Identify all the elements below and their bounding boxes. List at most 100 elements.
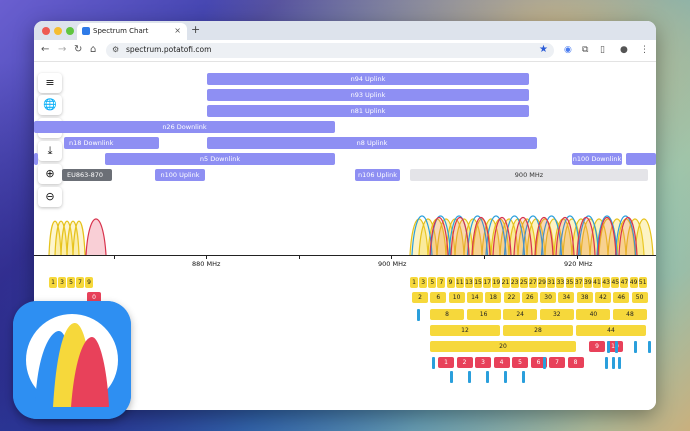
channel-marker-blue[interactable] <box>468 371 471 383</box>
channel-9[interactable]: 9 <box>85 277 93 288</box>
band-n100-uplink[interactable]: n100 Uplink <box>155 169 205 181</box>
channel-19[interactable]: 19 <box>492 277 501 288</box>
channel-14[interactable]: 14 <box>466 292 483 303</box>
channel-31[interactable]: 31 <box>547 277 556 288</box>
download-icon[interactable]: ⤓ <box>38 141 62 161</box>
channel-red-0[interactable]: 0 <box>87 292 101 303</box>
channel-marker-blue[interactable] <box>615 341 618 353</box>
band-partial[interactable] <box>34 153 38 165</box>
channel-37[interactable]: 37 <box>574 277 583 288</box>
tab-spectrum-chart[interactable]: Spectrum Chart × <box>77 23 187 40</box>
menu-kebab-icon[interactable]: ⋮ <box>640 45 649 55</box>
band-n18-downlink[interactable]: n18 Downlink <box>64 137 159 149</box>
channel-23[interactable]: 23 <box>510 277 519 288</box>
site-info-icon[interactable]: ⚙ <box>112 45 120 54</box>
band-n8-uplink[interactable]: n8 Uplink <box>207 137 537 149</box>
band-n100-downlink[interactable]: n100 Downlink <box>572 153 622 165</box>
band-n93-uplink[interactable]: n93 Uplink <box>207 89 529 101</box>
channel-red-3[interactable]: 3 <box>475 357 491 368</box>
channel-marker-blue[interactable] <box>605 357 608 369</box>
channel-20[interactable]: 20 <box>430 341 576 352</box>
channel-marker-blue[interactable] <box>417 309 420 321</box>
channel-41[interactable]: 41 <box>593 277 601 288</box>
close-window-button[interactable] <box>42 27 50 35</box>
channel-7[interactable]: 7 <box>76 277 84 288</box>
menu-button[interactable]: ≡ <box>38 73 62 93</box>
channel-22[interactable]: 22 <box>503 292 520 303</box>
channel-marker-blue[interactable] <box>486 371 489 383</box>
channel-25[interactable]: 25 <box>519 277 528 288</box>
channel-35[interactable]: 35 <box>565 277 574 288</box>
channel-34[interactable]: 34 <box>558 292 575 303</box>
channel-9[interactable]: 9 <box>446 277 455 288</box>
channel-38[interactable]: 38 <box>576 292 593 303</box>
channel-42[interactable]: 42 <box>595 292 611 303</box>
back-icon[interactable]: ← <box>41 44 50 55</box>
channel-marker-blue[interactable] <box>504 371 507 383</box>
channel-48[interactable]: 48 <box>613 309 647 320</box>
channel-33[interactable]: 33 <box>556 277 565 288</box>
channel-28[interactable]: 28 <box>503 325 573 336</box>
extension-icon[interactable]: ◉ <box>564 45 572 55</box>
channel-16[interactable]: 16 <box>466 309 501 320</box>
maximize-window-button[interactable] <box>66 27 74 35</box>
channel-7[interactable]: 7 <box>437 277 446 288</box>
zoom-in-icon[interactable]: ⊕ <box>38 164 62 184</box>
channel-49[interactable]: 49 <box>629 277 638 288</box>
channel-45[interactable]: 45 <box>611 277 620 288</box>
tab-close-icon[interactable]: × <box>174 26 181 35</box>
channel-1[interactable]: 1 <box>410 277 418 288</box>
band-n94-uplink[interactable]: n94 Uplink <box>207 73 529 85</box>
channel-red-4[interactable]: 4 <box>493 357 510 368</box>
channel-24[interactable]: 24 <box>503 309 538 320</box>
channel-47[interactable]: 47 <box>620 277 629 288</box>
channel-30[interactable]: 30 <box>540 292 557 303</box>
channel-50[interactable]: 50 <box>631 292 648 303</box>
band-n5-downlink[interactable]: n5 Downlink <box>105 153 335 165</box>
channel-8[interactable]: 8 <box>430 309 464 320</box>
channel-21[interactable]: 21 <box>501 277 510 288</box>
address-bar[interactable]: ⚙ spectrum.potatofi.com ★ <box>106 43 554 58</box>
channel-12[interactable]: 12 <box>430 325 500 336</box>
minimize-window-button[interactable] <box>54 27 62 35</box>
channel-11[interactable]: 11 <box>455 277 464 288</box>
band-n100-downlink-cont[interactable] <box>626 153 656 165</box>
channel-5[interactable]: 5 <box>428 277 437 288</box>
channel-13[interactable]: 13 <box>464 277 473 288</box>
channel-32[interactable]: 32 <box>539 309 574 320</box>
channel-red-2[interactable]: 2 <box>456 357 473 368</box>
channel-marker-blue[interactable] <box>648 341 651 353</box>
channel-2[interactable]: 2 <box>412 292 428 303</box>
channel-marker-blue[interactable] <box>607 341 610 353</box>
reload-icon[interactable]: ↻ <box>74 44 83 55</box>
channel-marker-blue[interactable] <box>450 371 453 383</box>
channel-46[interactable]: 46 <box>613 292 630 303</box>
channel-3[interactable]: 3 <box>58 277 66 288</box>
channel-red-7[interactable]: 7 <box>549 357 565 368</box>
channel-39[interactable]: 39 <box>583 277 592 288</box>
channel-27[interactable]: 27 <box>528 277 537 288</box>
channel-51[interactable]: 51 <box>638 277 647 288</box>
channel-17[interactable]: 17 <box>483 277 492 288</box>
band-900mhz[interactable]: 900 MHz <box>410 169 648 181</box>
zoom-out-icon[interactable]: ⊖ <box>38 187 62 207</box>
sidebar-toggle-icon[interactable]: ▯ <box>600 45 605 55</box>
channel-red-9[interactable]: 9 <box>589 341 605 352</box>
profile-avatar-icon[interactable]: ● <box>620 45 628 55</box>
channel-44[interactable]: 44 <box>576 325 646 336</box>
channel-18[interactable]: 18 <box>485 292 502 303</box>
forward-icon[interactable]: → <box>58 44 67 55</box>
channel-15[interactable]: 15 <box>474 277 483 288</box>
channel-red-1[interactable]: 1 <box>438 357 454 368</box>
channel-marker-blue[interactable] <box>543 357 546 369</box>
channel-marker-blue[interactable] <box>634 341 637 353</box>
channel-marker-blue[interactable] <box>522 371 525 383</box>
bookmark-star-icon[interactable]: ★ <box>539 44 548 55</box>
band-n81-uplink[interactable]: n81 Uplink <box>207 105 529 117</box>
channel-29[interactable]: 29 <box>538 277 547 288</box>
channel-red-6[interactable]: 6 <box>530 357 547 368</box>
channel-10[interactable]: 10 <box>448 292 465 303</box>
channel-marker-blue[interactable] <box>618 357 621 369</box>
band-n26-downlink[interactable]: n26 Downlink <box>34 121 335 133</box>
channel-26[interactable]: 26 <box>521 292 538 303</box>
